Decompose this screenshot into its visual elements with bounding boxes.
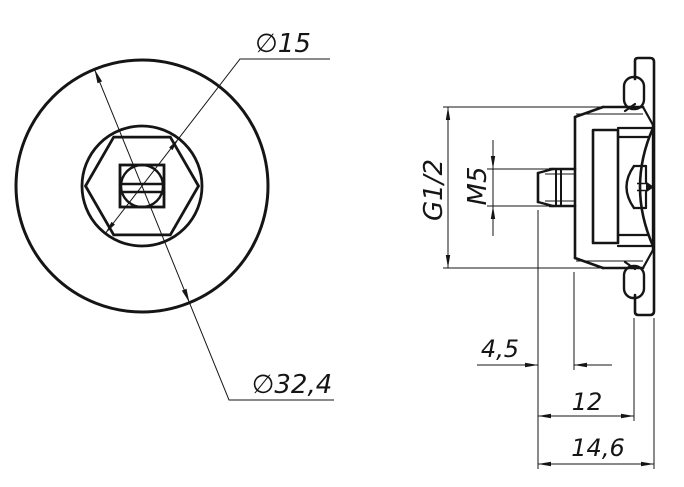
- thread-root-lines: [576, 113, 643, 262]
- dim-stud-length: 4,5: [477, 335, 612, 368]
- dim-arrow: [490, 156, 496, 169]
- dim-label-d15: ∅15: [255, 29, 311, 59]
- outer-circle: [14, 58, 270, 314]
- dim-arrow: [538, 461, 551, 467]
- dim-arrow: [169, 138, 179, 151]
- stud-profile: [536, 167, 577, 208]
- dim-arrow: [445, 107, 451, 120]
- flange-outline: [633, 56, 656, 317]
- dim-label-45: 4,5: [481, 335, 519, 363]
- thread-cylinder: [573, 105, 655, 270]
- slotted-screw-side: [625, 164, 654, 210]
- dim-pipe-thread: G1/2: [419, 106, 603, 269]
- dim-arrow: [181, 288, 190, 303]
- side-view: G1/2 M5 4,5 12: [419, 56, 656, 469]
- hex-curve: [638, 126, 655, 248]
- dim-inner-diameter: ∅15: [104, 29, 330, 234]
- dim-label-m5: M5: [463, 167, 493, 206]
- dim-arrow: [94, 69, 103, 84]
- dim-outer-diameter: ∅32,4: [94, 69, 334, 401]
- dim-arrow: [445, 255, 451, 268]
- hex-body-profile: [591, 128, 620, 245]
- extension-lines: [537, 210, 655, 469]
- stud-circle: [119, 163, 165, 209]
- dim-arrow: [641, 461, 654, 467]
- dim-arrow: [105, 221, 115, 234]
- front-view: ∅15 ∅32,4: [14, 29, 334, 401]
- inner-circle: [80, 124, 204, 248]
- dim-arrow: [574, 362, 587, 368]
- stud-slot-lines: [555, 168, 562, 207]
- dim-arrow: [525, 362, 538, 368]
- flange-plate: [622, 56, 656, 317]
- leader-line-d15: [104, 58, 330, 234]
- dim-label-g12: G1/2: [419, 159, 449, 221]
- curved-seat-region: [616, 123, 655, 252]
- dim-label-12: 12: [572, 388, 603, 416]
- dim-label-146: 14,6: [571, 434, 624, 462]
- dim-overall-length: 14,6: [538, 434, 654, 467]
- hexagon-outline: [83, 135, 201, 237]
- slot-lines: [118, 182, 166, 194]
- extension-lines: [443, 106, 603, 269]
- dim-arrow: [538, 413, 551, 419]
- dim-arrow: [621, 413, 634, 419]
- extension-lines: [487, 168, 550, 207]
- mounting-slot-top: [622, 75, 646, 111]
- mounting-slot-bottom: [622, 264, 646, 300]
- dim-body-length: 12: [538, 388, 634, 419]
- dim-arrow: [490, 206, 496, 219]
- dim-label-d324: ∅32,4: [252, 370, 333, 400]
- dim-stud-thread: M5: [463, 140, 550, 236]
- leader-line-d324: [94, 69, 334, 401]
